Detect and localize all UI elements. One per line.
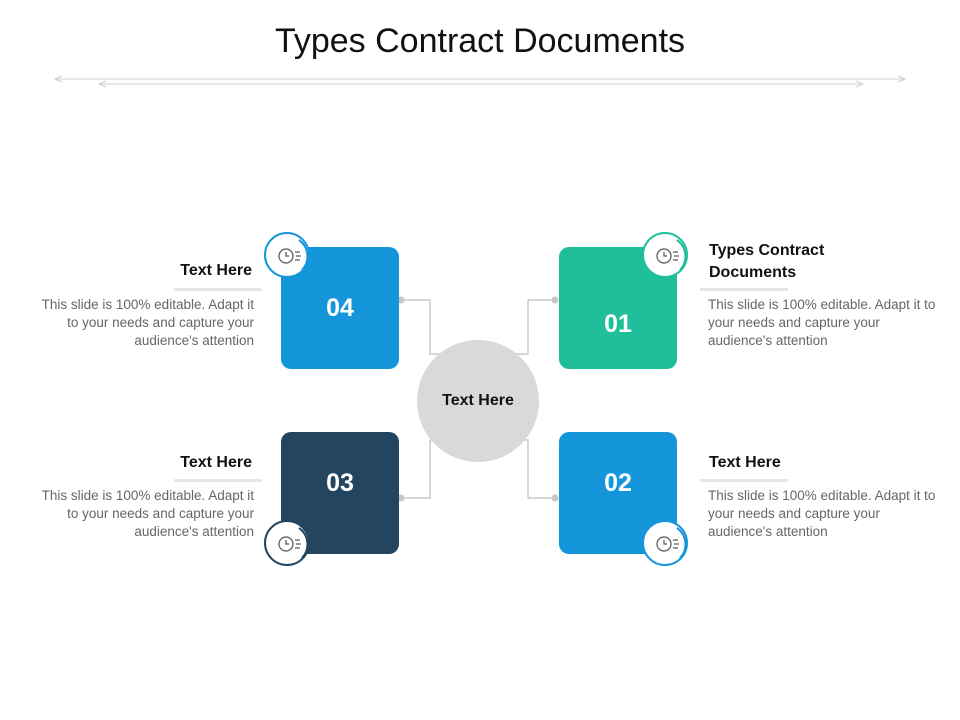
badge-04 bbox=[264, 232, 310, 278]
item-03-body: This slide is 100% editable. Adapt it to… bbox=[41, 488, 254, 539]
item-01-body: This slide is 100% editable. Adapt it to… bbox=[708, 297, 936, 348]
connector-dots bbox=[397, 296, 559, 502]
item-02-body: This slide is 100% editable. Adapt it to… bbox=[708, 488, 936, 539]
item-03-heading: Text Here bbox=[180, 454, 252, 471]
card-01[interactable]: 01 bbox=[559, 247, 677, 369]
card-02[interactable]: 02 bbox=[559, 432, 677, 554]
divider bbox=[700, 288, 788, 291]
divider bbox=[174, 479, 262, 482]
clock-icon bbox=[278, 239, 309, 271]
center-label: Text Here bbox=[442, 392, 514, 409]
title-divider bbox=[53, 75, 907, 88]
item-04-body: This slide is 100% editable. Adapt it to… bbox=[41, 297, 254, 348]
badge-03 bbox=[264, 520, 310, 566]
divider bbox=[700, 479, 788, 482]
card-number: 01 bbox=[604, 309, 632, 338]
center-hub: Text Here bbox=[417, 340, 539, 462]
badge-01 bbox=[642, 232, 688, 278]
badge-02 bbox=[642, 520, 688, 566]
card-number: 03 bbox=[326, 468, 354, 497]
clock-icon bbox=[278, 527, 309, 559]
item-04-heading: Text Here bbox=[180, 262, 252, 279]
item-02-heading: Text Here bbox=[709, 454, 781, 471]
slide-title: Types Contract Documents bbox=[274, 22, 686, 60]
clock-icon bbox=[656, 239, 687, 271]
item-01-heading: Types Contract Documents bbox=[709, 242, 825, 281]
card-number: 04 bbox=[326, 293, 354, 322]
clock-icon bbox=[656, 527, 687, 559]
divider bbox=[174, 288, 262, 291]
card-number: 02 bbox=[604, 468, 632, 497]
